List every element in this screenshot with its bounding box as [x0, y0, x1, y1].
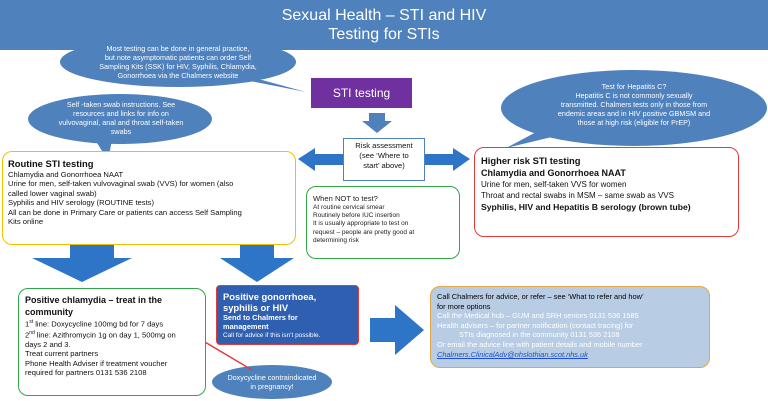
positive-chlamydia-box: Positive chlamydia – treat in the commun…: [18, 288, 206, 396]
higher-risk-box: Higher risk STI testing Chlamydia and Go…: [474, 147, 739, 237]
down-arrow-left-icon: [32, 244, 132, 282]
higher-title: Higher risk STI testing: [481, 155, 581, 166]
right-arrow-icon: [425, 148, 470, 171]
page-header: Sexual Health – STI and HIV Testing for …: [0, 0, 768, 50]
right-arrow-chalmers-icon: [370, 305, 424, 355]
when-not-to-test-box: When NOT to test? At routine cervical sm…: [306, 186, 460, 259]
risk-assessment-box: Risk assessment (see ‘Where to start’ ab…: [343, 138, 425, 181]
hep-c-text: Test for Hepatitis C? Hepatitis C is not…: [557, 82, 711, 127]
down-arrow-right-icon: [220, 244, 294, 282]
page-subtitle: Testing for STIs: [328, 26, 440, 43]
left-arrow-icon: [298, 148, 343, 171]
swab-text: Self -taken swab instructions. See resou…: [58, 100, 184, 136]
routine-sti-box: Routine STI testing Chlamydia and Gonorr…: [2, 151, 296, 245]
page-title: Sexual Health – STI and HIV: [281, 7, 487, 24]
general-practice-text: Most testing can be done in general prac…: [99, 44, 257, 80]
routine-title: Routine STI testing: [8, 158, 94, 169]
sti-testing-box: STI testing: [311, 78, 412, 108]
down-arrow-icon: [362, 113, 392, 133]
chalmers-advice-box: Call Chalmers for advice, or refer – see…: [430, 286, 710, 368]
chalmers-email-link[interactable]: Chalmers.ClinicalAdv@nhslothian.scot.nhs…: [437, 349, 588, 359]
doxy-text: Doxycycline contraindicated in pregnancy…: [227, 373, 317, 391]
positive-gonorrhoea-box: Positive gonorrhoea, syphilis or HIV Sen…: [216, 285, 359, 345]
